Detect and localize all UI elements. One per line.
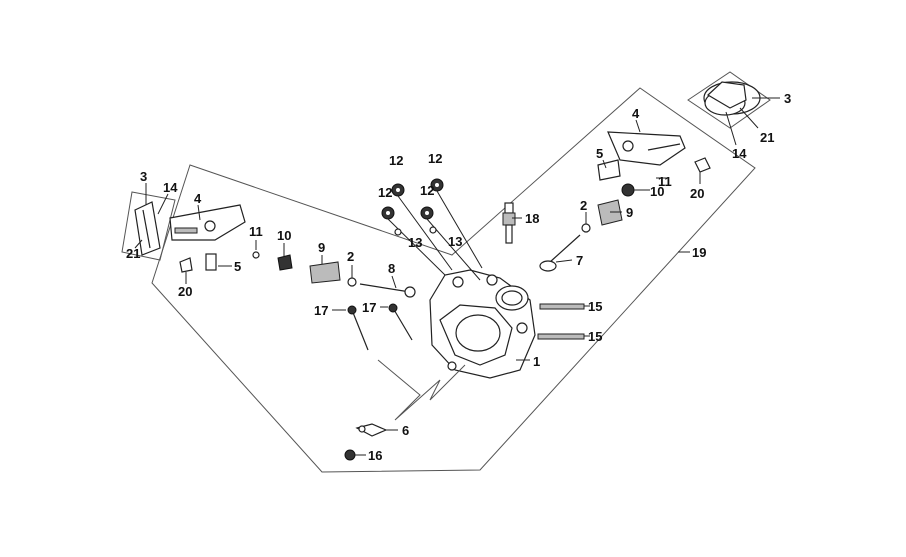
left-rocker-group-outline <box>121 191 176 261</box>
cap-nut-12-a <box>391 183 405 197</box>
callout-13-a: 13 <box>408 235 422 250</box>
leader-lines <box>134 97 780 456</box>
valve-cap-right <box>703 81 761 116</box>
callout-14-left: 14 <box>163 180 178 195</box>
callout-20-left: 20 <box>178 284 192 299</box>
callout-7: 7 <box>576 253 583 268</box>
callout-20-right: 20 <box>690 186 704 201</box>
rocker-pin-left <box>205 253 217 271</box>
assembly-outline <box>151 87 756 473</box>
stud-upper <box>539 303 585 310</box>
stud-13-group <box>387 190 483 281</box>
callout-4-left: 4 <box>194 191 202 206</box>
callout-14-right: 14 <box>732 146 747 161</box>
callout-6: 6 <box>402 423 409 438</box>
callout-3-left: 3 <box>140 169 147 184</box>
callout-10-right: 10 <box>650 184 664 199</box>
callout-5-right: 5 <box>596 146 603 161</box>
cylinder-head-body <box>429 269 536 379</box>
cap-nut-12-d <box>420 206 434 220</box>
bracket-6 <box>355 423 388 437</box>
rocker-arm-left <box>169 204 246 241</box>
stud-lower <box>537 333 585 340</box>
callout-8: 8 <box>388 261 395 276</box>
callout-5-left: 5 <box>234 259 241 274</box>
rocker-arm-right <box>607 131 686 166</box>
callout-21-left: 21 <box>126 246 140 261</box>
callout-1: 1 <box>533 354 540 369</box>
callout-4-right: 4 <box>632 106 640 121</box>
callout-13-b: 13 <box>448 234 462 249</box>
cap-nut-12-b <box>430 178 444 192</box>
rocker-pin-right <box>597 159 621 181</box>
callout-12-c: 12 <box>378 185 392 200</box>
callout-12-a: 12 <box>389 153 403 168</box>
callout-11-right: 11 <box>658 174 672 189</box>
callout-9-left: 9 <box>318 240 325 255</box>
callout-3-right: 3 <box>784 91 791 106</box>
callout-10-left: 10 <box>277 228 291 243</box>
callout-16: 16 <box>368 448 382 463</box>
callout-18: 18 <box>525 211 539 226</box>
assembly-guide-lines <box>377 359 466 421</box>
callout-17-b: 17 <box>362 300 376 315</box>
callout-19: 19 <box>692 245 706 260</box>
clip-right <box>694 157 711 173</box>
valve-train-left <box>252 251 416 298</box>
bolt-17-left <box>347 305 369 351</box>
cap-nut-12-c <box>381 206 395 220</box>
nut-16 <box>344 449 356 461</box>
callout-2-left: 2 <box>347 249 354 264</box>
right-cap-group-outline <box>687 71 771 129</box>
callout-12-d: 12 <box>420 183 434 198</box>
clip-left <box>179 257 193 273</box>
callout-2-right: 2 <box>580 198 587 213</box>
bolt-17-right <box>388 303 413 341</box>
callout-12-b: 12 <box>428 151 442 166</box>
spark-plug <box>502 202 516 244</box>
callout-11-left: 11 <box>249 224 263 239</box>
callout-15-b: 15 <box>588 329 602 344</box>
callout-21-right: 21 <box>760 130 774 145</box>
callout-17-a: 17 <box>314 303 328 318</box>
callout-9-right: 9 <box>626 205 633 220</box>
callout-15-a: 15 <box>588 299 602 314</box>
